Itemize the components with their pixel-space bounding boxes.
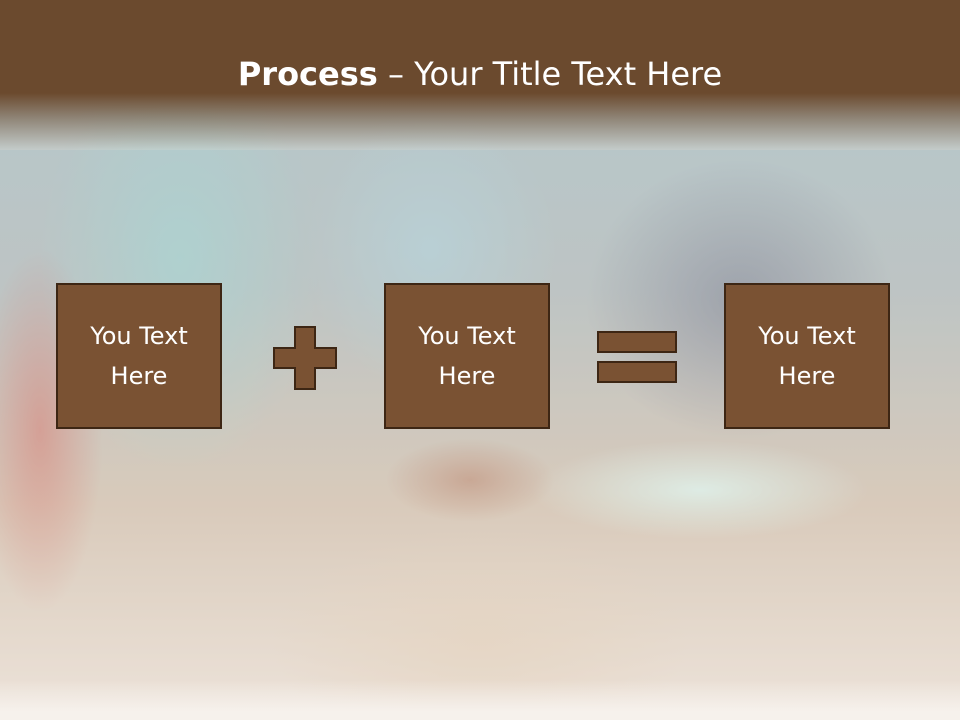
process-box-1-text: You Text Here <box>90 322 188 390</box>
slide-title[interactable]: Process – Your Title Text Here <box>0 52 960 96</box>
plus-icon <box>273 326 337 390</box>
title-bar <box>0 0 960 150</box>
process-box-result[interactable]: You Text Here <box>724 283 890 429</box>
title-bold-text: Process <box>237 55 378 93</box>
process-box-2-text: You Text Here <box>418 322 516 390</box>
process-box-result-text: You Text Here <box>758 322 856 390</box>
process-box-1[interactable]: You Text Here <box>56 283 222 429</box>
equals-icon <box>597 331 677 383</box>
bottom-fade <box>0 680 960 720</box>
process-box-2[interactable]: You Text Here <box>384 283 550 429</box>
title-rest-text: – Your Title Text Here <box>377 55 723 93</box>
